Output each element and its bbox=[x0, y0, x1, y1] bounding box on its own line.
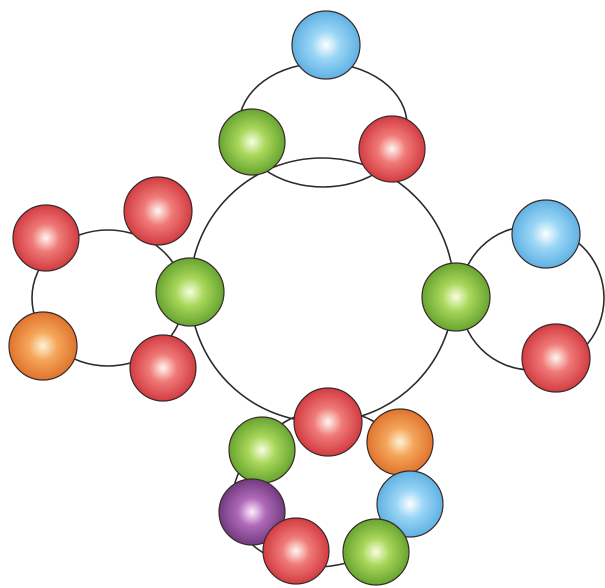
ball-green bbox=[219, 109, 285, 175]
ball-red bbox=[294, 388, 362, 456]
ball-red bbox=[359, 116, 425, 182]
ball-green bbox=[422, 263, 490, 331]
central-ring bbox=[190, 158, 454, 422]
ball-green bbox=[229, 417, 295, 483]
ball-red bbox=[124, 177, 192, 245]
ball-green bbox=[156, 258, 224, 326]
ball-red bbox=[263, 518, 329, 584]
rings bbox=[32, 63, 604, 567]
bottom-cluster bbox=[219, 388, 443, 585]
ball-red bbox=[130, 335, 196, 401]
ball-green bbox=[343, 519, 409, 585]
ball-red bbox=[13, 205, 79, 271]
left-cluster bbox=[9, 177, 224, 401]
ball-red bbox=[522, 324, 590, 392]
ball-blue bbox=[292, 11, 360, 79]
top-cluster bbox=[219, 11, 425, 182]
ball-orange bbox=[367, 409, 433, 475]
right-cluster bbox=[422, 200, 590, 392]
ball-blue bbox=[512, 200, 580, 268]
ball-orange bbox=[9, 312, 77, 380]
